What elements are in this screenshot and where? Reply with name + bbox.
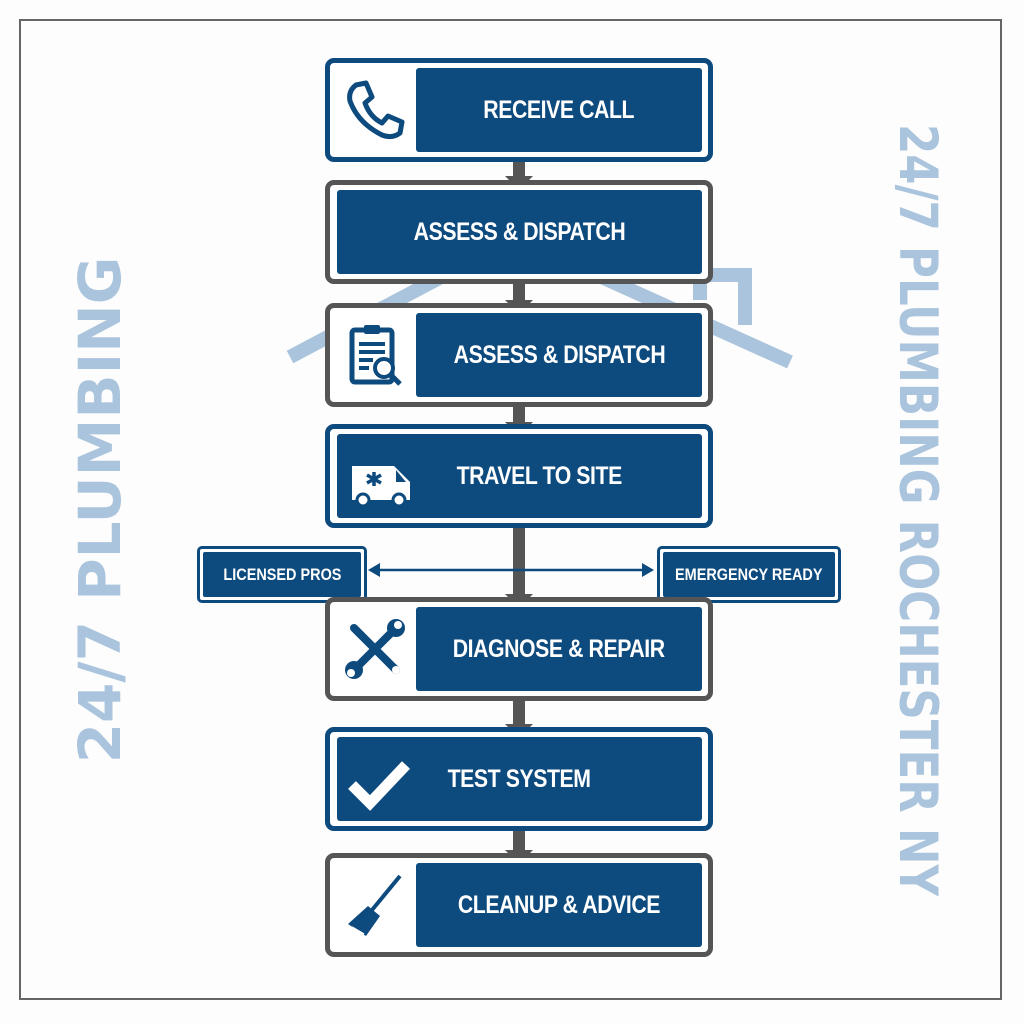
step-label: RECEIVE CALL	[483, 95, 635, 124]
step-assess-dispatch: ASSESS & DISPATCH	[325, 180, 713, 284]
step-cleanup-advice: CLEANUP & ADVICE	[325, 853, 713, 957]
connector-line	[513, 700, 525, 726]
phone-icon	[347, 80, 405, 140]
connector-line	[513, 406, 525, 424]
step-label: CLEANUP & ADVICE	[457, 890, 661, 919]
step-label: DIAGNOSE & REPAIR	[453, 634, 665, 663]
badge-emergency-ready: EMERGENCY READY	[657, 546, 841, 603]
step-test-system: TEST SYSTEM	[325, 727, 713, 831]
step-label: TEST SYSTEM	[448, 764, 591, 793]
connector-line	[513, 528, 525, 596]
badge-licensed-pros: LICENSED PROS	[197, 546, 367, 603]
step-assess-dispatch-2: ASSESS & DISPATCH	[325, 303, 713, 407]
diagram-frame	[19, 19, 1002, 1000]
step-travel-to-site: TRAVEL TO SITE	[325, 424, 713, 528]
double-arrow	[368, 563, 654, 577]
connector-line	[513, 161, 525, 179]
step-label: TRAVEL TO SITE	[456, 461, 623, 490]
step-diagnose-repair: DIAGNOSE & REPAIR	[325, 597, 713, 701]
wrench-icon	[345, 619, 405, 679]
checkmark-icon	[348, 761, 410, 811]
badge-label: EMERGENCY READY	[675, 564, 823, 584]
emergency-van-icon	[352, 466, 410, 508]
step-receive-call: RECEIVE CALL	[325, 58, 713, 162]
step-label: ASSESS & DISPATCH	[413, 217, 626, 246]
step-label: ASSESS & DISPATCH	[453, 340, 665, 369]
connector-line	[513, 831, 525, 852]
broom-icon	[348, 874, 402, 936]
connector-line	[513, 284, 525, 302]
clipboard-search-icon	[349, 325, 402, 386]
badge-label: LICENSED PROS	[222, 564, 342, 584]
